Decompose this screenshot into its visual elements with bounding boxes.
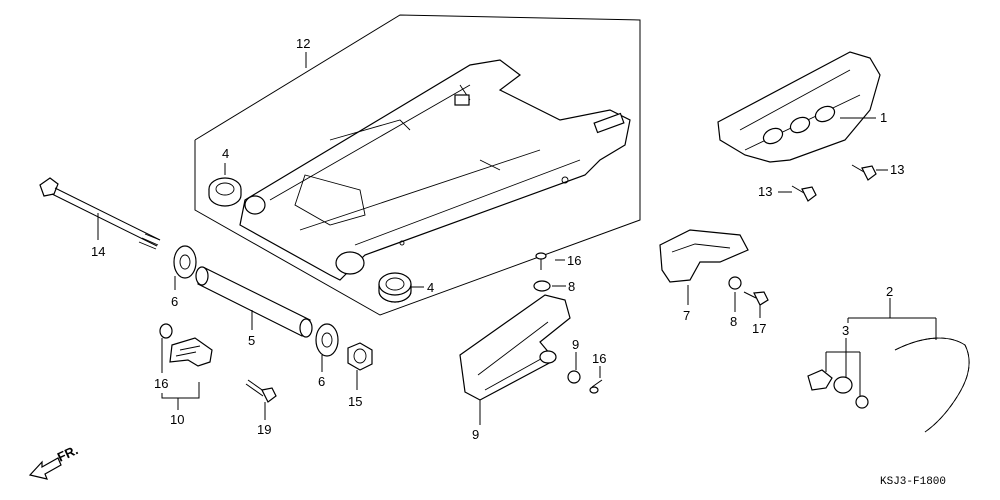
screw-16-upper bbox=[535, 252, 547, 270]
callout-17: 16 bbox=[154, 376, 168, 391]
drive-chain bbox=[894, 337, 970, 433]
pivot-collar bbox=[195, 266, 313, 338]
callout-6-right: 6 bbox=[318, 374, 325, 389]
callout-9-lower: 9 bbox=[572, 337, 579, 352]
callout-7: 7 bbox=[683, 308, 690, 323]
bolt-18 bbox=[743, 291, 769, 306]
pivot-bolt bbox=[39, 177, 161, 250]
callout-15: 15 bbox=[348, 394, 362, 409]
chain-joint-set bbox=[807, 369, 869, 409]
bolt-13-lower bbox=[791, 185, 817, 202]
callout-4-upper: 4 bbox=[222, 146, 229, 161]
washer-9-lower bbox=[567, 370, 581, 384]
callout-9-upper: 8 bbox=[568, 279, 575, 294]
bushing-lower bbox=[378, 272, 412, 303]
chain-slider bbox=[459, 294, 571, 401]
dust-seal-left bbox=[173, 245, 197, 279]
swingarm-group-outline bbox=[194, 14, 641, 316]
callout-5: 5 bbox=[248, 333, 255, 348]
front-label: FR. bbox=[55, 442, 80, 464]
pivot-nut bbox=[347, 342, 373, 371]
dust-seal-right bbox=[315, 323, 339, 357]
washer-9-upper bbox=[533, 280, 551, 292]
callout-16-lower: 16 bbox=[592, 351, 606, 366]
swingarm bbox=[239, 59, 631, 281]
bolt-13-upper bbox=[851, 164, 877, 181]
callout-16-upper: 16 bbox=[567, 253, 581, 268]
figure-code: KSJ3-F1800 bbox=[880, 476, 946, 488]
callout-12: 12 bbox=[296, 36, 310, 51]
callout-18: 17 bbox=[752, 321, 766, 336]
drive-chain-case bbox=[717, 51, 881, 163]
callout-14: 14 bbox=[91, 244, 105, 259]
callout-11: 10 bbox=[170, 412, 184, 427]
callout-4-lower: 4 bbox=[427, 280, 434, 295]
callout-19: 19 bbox=[257, 422, 271, 437]
callout-13-lower: 13 bbox=[758, 184, 772, 199]
screw-16-lower bbox=[589, 379, 603, 394]
chain-guide-plate bbox=[659, 229, 749, 283]
clamp-11 bbox=[169, 337, 213, 367]
callout-13-upper: 13 bbox=[890, 162, 904, 177]
front-direction-arrow: FR. bbox=[28, 442, 80, 480]
callout-6-left: 6 bbox=[171, 294, 178, 309]
leader-lines bbox=[97, 52, 937, 425]
washer-8 bbox=[728, 276, 742, 290]
callout-1: 1 bbox=[880, 110, 887, 125]
bushing-upper bbox=[208, 177, 242, 207]
bolt-19 bbox=[245, 379, 277, 403]
callout-10: 9 bbox=[472, 427, 479, 442]
clip-17 bbox=[159, 323, 173, 339]
callout-3: 3 bbox=[842, 323, 849, 338]
callout-8: 8 bbox=[730, 314, 737, 329]
callout-2: 2 bbox=[886, 284, 893, 299]
callout-labels: 12 4 4 14 6 5 6 15 16 10 19 9 16 8 9 16 … bbox=[91, 36, 946, 488]
